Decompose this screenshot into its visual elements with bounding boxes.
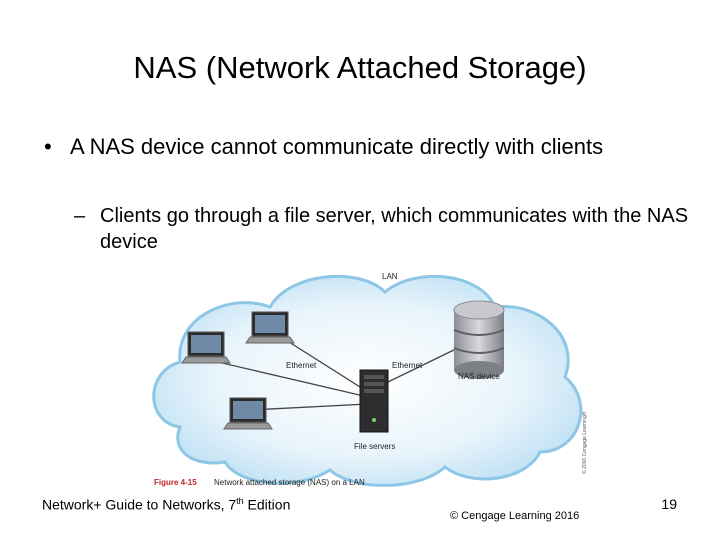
connection-lines [217, 329, 461, 411]
footer-book-title: Network+ Guide to Networks, 7th Edition [42, 496, 290, 513]
ethernet-label-right: Ethernet [392, 361, 423, 370]
nas-diagram: LAN Ethernet Ethernet NAS device File se… [152, 272, 588, 487]
slide-title: NAS (Network Attached Storage) [133, 50, 587, 85]
lan-label: LAN [382, 272, 398, 281]
figure-caption-number: Figure 4-15 [154, 478, 197, 487]
nas-diagram-figure: LAN Ethernet Ethernet NAS device File se… [140, 262, 600, 497]
ethernet-label-left: Ethernet [286, 361, 317, 370]
nas-device-label: NAS device [458, 372, 500, 381]
laptop-icon [223, 397, 273, 430]
footer-book-sup: th [236, 496, 244, 506]
footer-book-suffix: Edition [243, 496, 291, 513]
sub-bullet-text: Clients go through a file server, which … [100, 205, 689, 253]
copyright-vertical: © 2016 Cengage Learning® [581, 411, 588, 474]
laptop-icon [245, 311, 295, 344]
nas-device-icon [453, 300, 505, 379]
bullet-item: • A NAS device cannot communicate direct… [44, 133, 664, 160]
laptop-icon [181, 331, 231, 364]
figure-caption-text: Network attached storage (NAS) on a LAN [214, 478, 365, 487]
bullet-text: A NAS device cannot communicate directly… [70, 134, 604, 159]
sub-bullet-marker: – [74, 205, 86, 227]
footer-publisher: © Cengage Learning 2016 [450, 510, 580, 522]
file-servers-label: File servers [354, 442, 395, 451]
page-number: 19 [661, 496, 677, 512]
sub-bullet-item: – Clients go through a file server, whic… [74, 203, 694, 255]
bullet-marker: • [44, 134, 52, 159]
footer-book-prefix: Network+ Guide to Networks, 7 [42, 496, 237, 513]
file-server-icon [359, 369, 389, 433]
